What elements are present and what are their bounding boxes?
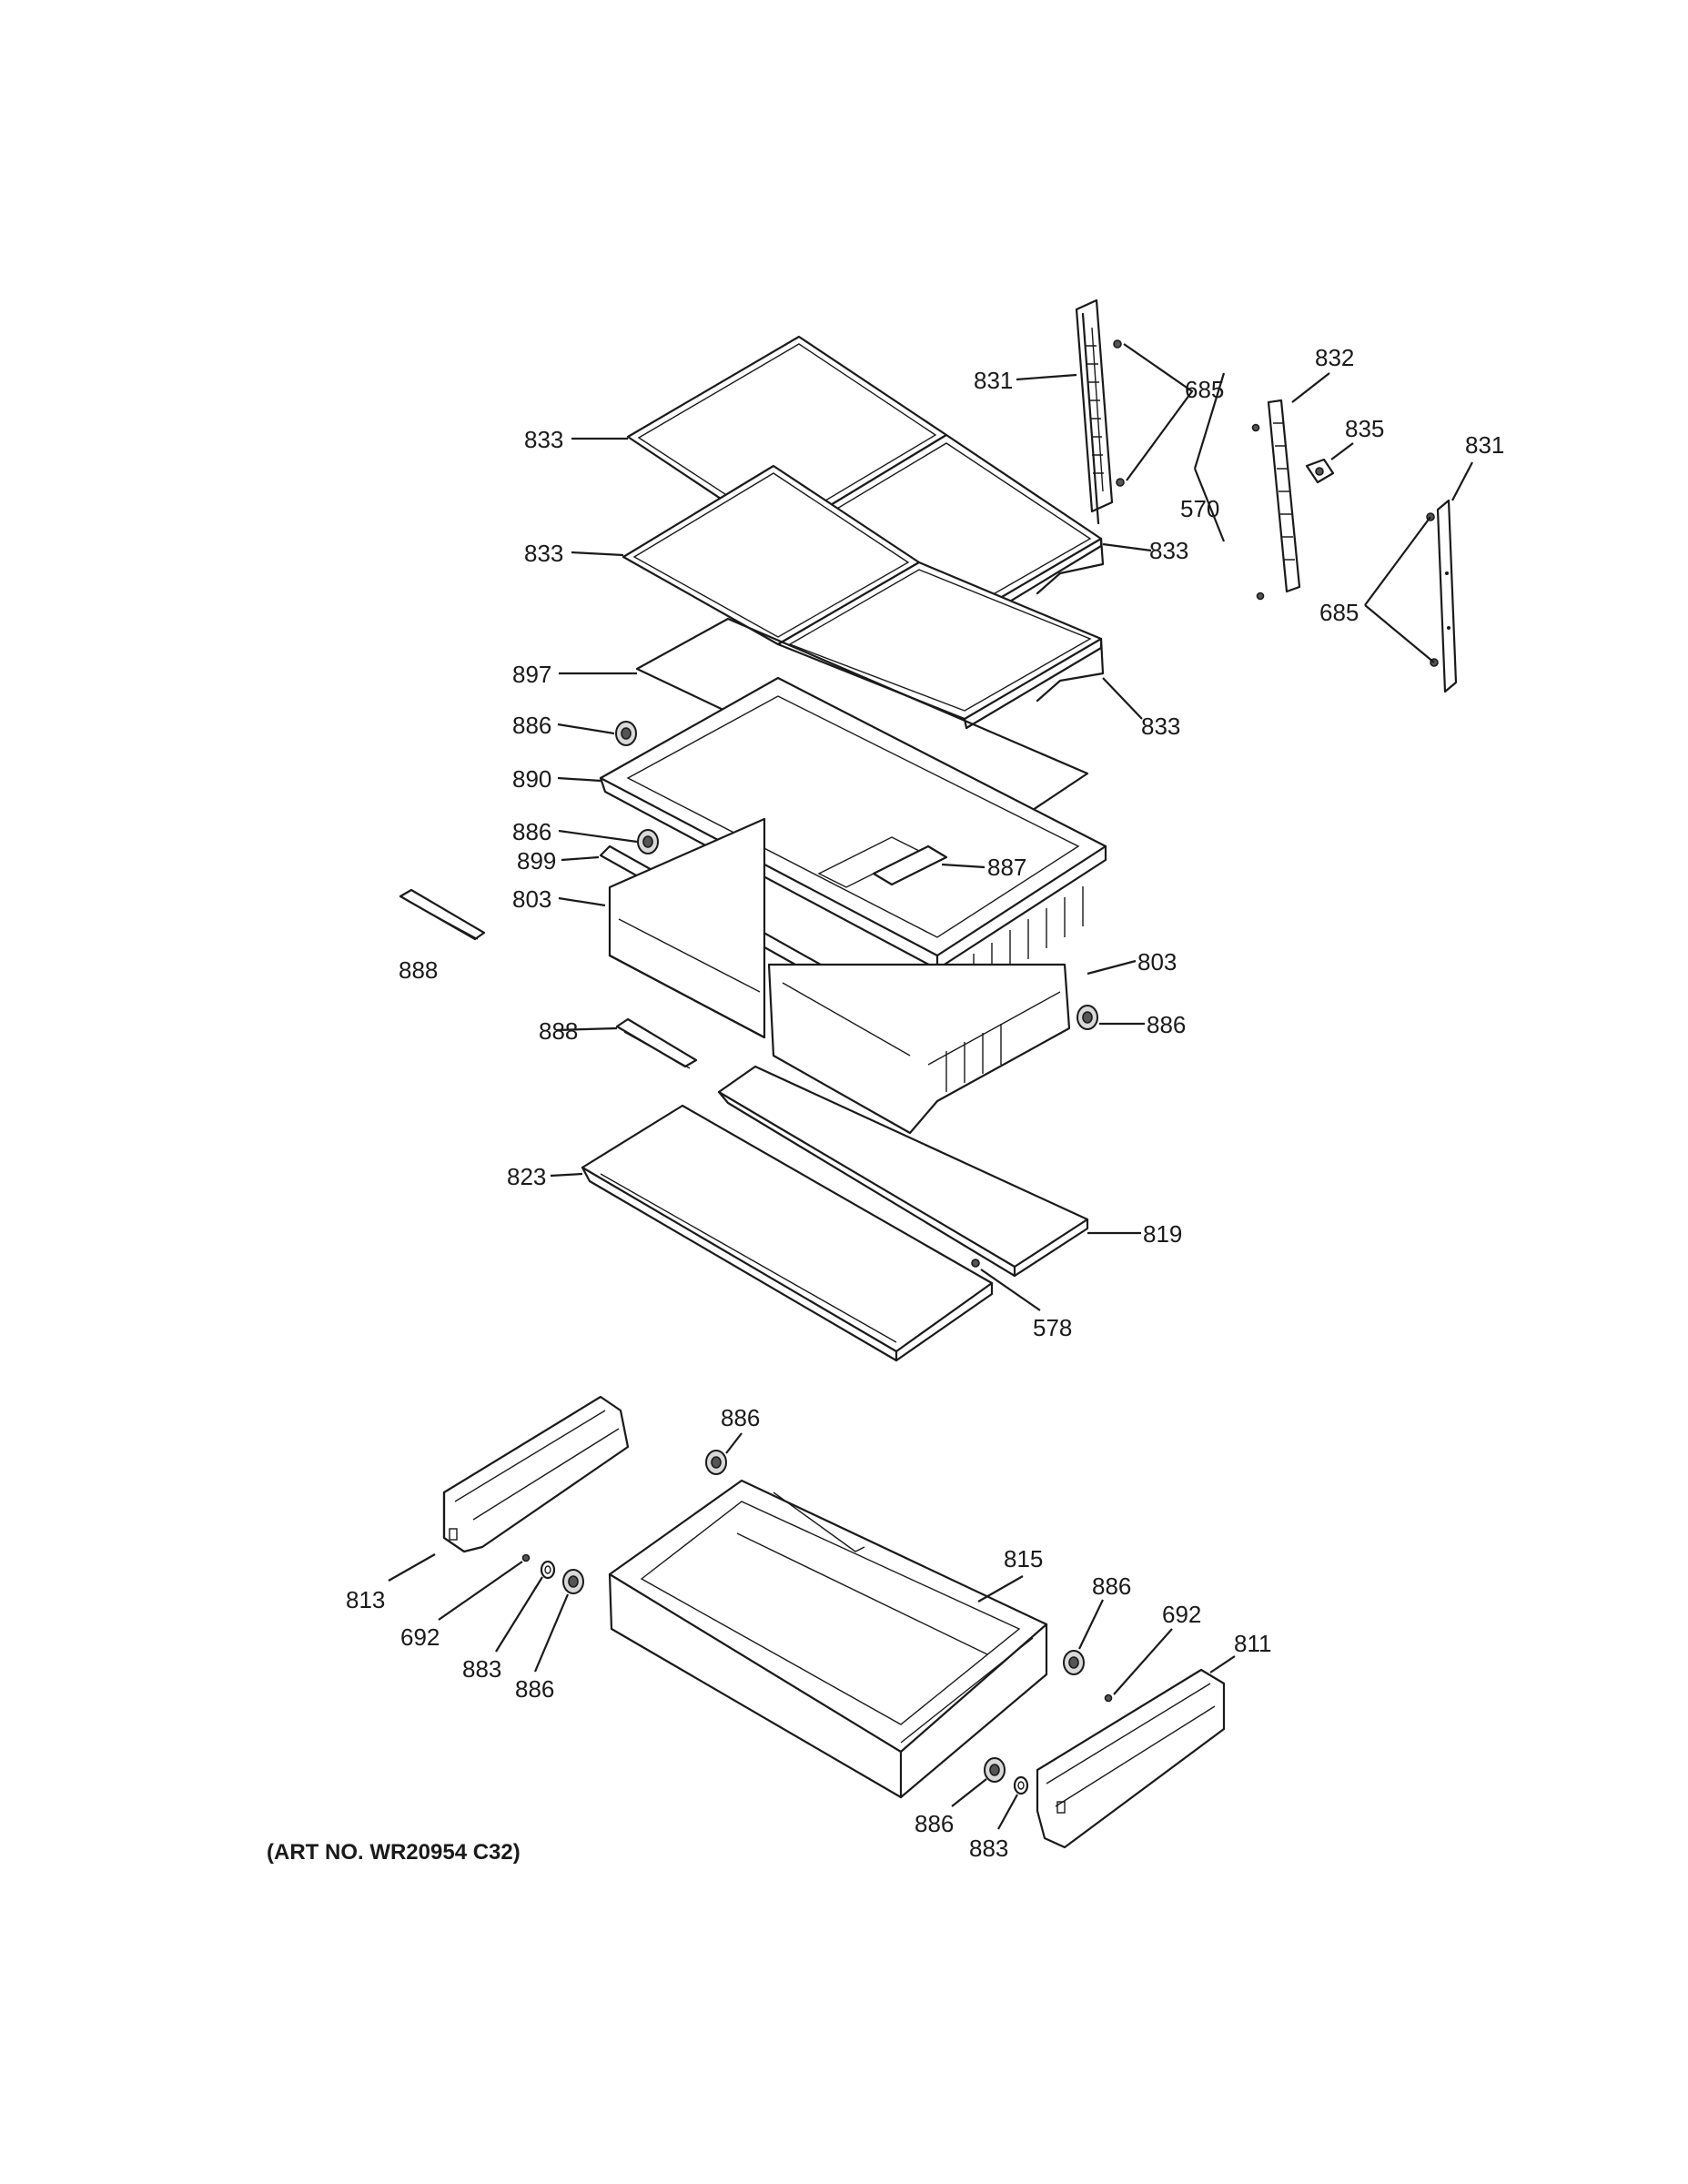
callout-811: 811 <box>1234 1630 1271 1657</box>
art-number: (ART NO. WR20954 C32) <box>267 1840 521 1865</box>
callout-578: 578 <box>1033 1314 1072 1341</box>
callout-685-upper: 685 <box>1185 376 1224 403</box>
callout-887: 887 <box>987 854 1026 881</box>
screw-685-upper <box>1113 339 1125 487</box>
screw-578 <box>971 1259 980 1268</box>
callout-888-left: 888 <box>399 956 438 984</box>
callout-815: 815 <box>1004 1545 1043 1572</box>
callout-692-left: 692 <box>400 1623 440 1651</box>
roller-886-d <box>705 1450 727 1475</box>
callout-570: 570 <box>1180 495 1219 522</box>
callout-883-left: 883 <box>462 1655 501 1683</box>
callout-833-top-right: 833 <box>1149 537 1188 564</box>
callout-685-lower: 685 <box>1319 599 1359 626</box>
screw-692-left <box>521 1553 531 1562</box>
crisper-cover-823 <box>581 1104 994 1362</box>
callout-831-left: 831 <box>974 367 1013 394</box>
leader-lines <box>388 343 1473 1830</box>
divider-887 <box>872 844 948 886</box>
crisper-pan-803-right <box>767 963 1071 1135</box>
roller-886-e <box>562 1569 584 1594</box>
callout-890: 890 <box>512 765 551 793</box>
roller-886-f <box>1063 1650 1085 1675</box>
callout-883-right: 883 <box>969 1835 1008 1862</box>
callout-labels: 831 685 832 835 831 833 833 833 833 570 … <box>346 344 1504 1862</box>
callout-833-mid-left: 833 <box>524 540 563 567</box>
crisper-pan-803-left <box>608 817 766 1039</box>
washer-883-left <box>540 1560 556 1580</box>
callout-886-b: 886 <box>512 818 551 845</box>
roller-886-a <box>615 721 637 746</box>
callout-819: 819 <box>1143 1220 1182 1248</box>
callout-833-top-left: 833 <box>524 426 563 453</box>
callout-692-right: 692 <box>1162 1601 1201 1628</box>
shelf-rail-832 <box>1251 399 1301 601</box>
callout-835: 835 <box>1345 415 1384 442</box>
callout-886-e: 886 <box>515 1675 554 1703</box>
drawer-rail-888-left <box>399 888 486 941</box>
screw-692-right <box>1104 1694 1113 1703</box>
callout-832: 832 <box>1315 344 1354 371</box>
callout-888-center: 888 <box>539 1017 578 1045</box>
callout-897: 897 <box>512 661 551 688</box>
slide-rail-811 <box>1036 1668 1226 1849</box>
callout-886-f: 886 <box>1092 1572 1131 1600</box>
shelf-rail-831-left <box>1075 298 1114 525</box>
callout-813: 813 <box>346 1586 385 1613</box>
crisper-cover-819 <box>717 1065 1089 1278</box>
callout-886-g: 886 <box>915 1810 954 1837</box>
roller-886-b <box>637 829 659 854</box>
callout-831-right: 831 <box>1465 431 1504 459</box>
callout-833-mid-right: 833 <box>1141 713 1180 740</box>
drawer-rail-888-center <box>615 1017 698 1069</box>
roller-886-c <box>1076 1005 1098 1030</box>
slide-rail-813 <box>442 1395 630 1553</box>
freezer-basket-815 <box>608 1479 1048 1799</box>
callout-886-c: 886 <box>1147 1011 1186 1038</box>
roller-886-g <box>984 1757 1006 1783</box>
callout-886-a: 886 <box>512 712 551 739</box>
callout-803-right: 803 <box>1137 948 1177 976</box>
callout-803-left: 803 <box>512 885 551 913</box>
shelf-rail-831-right <box>1426 499 1458 693</box>
callout-886-d: 886 <box>721 1404 760 1431</box>
clip-835 <box>1305 458 1335 484</box>
callout-899: 899 <box>517 847 556 875</box>
washer-883-right <box>1013 1775 1029 1795</box>
callout-823: 823 <box>507 1163 546 1190</box>
